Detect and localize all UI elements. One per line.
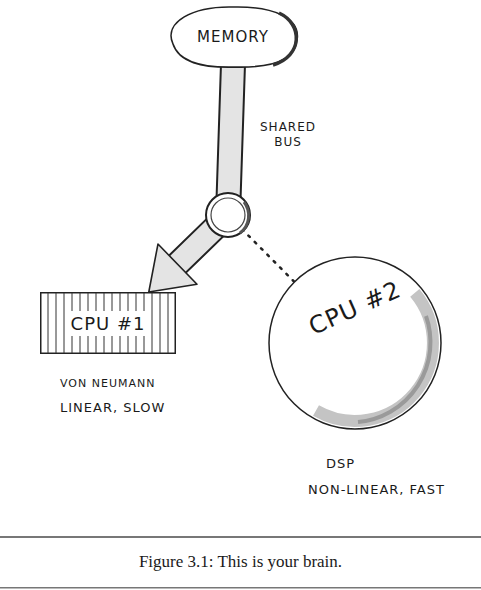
arrow-head — [149, 244, 197, 292]
figure-caption: Figure 3.1: This is your brain. — [0, 552, 481, 572]
top-rule — [0, 536, 481, 538]
circle-outline — [269, 257, 441, 429]
property-label: LINEAR, SLOW — [60, 400, 165, 416]
memory-name: MEMORY — [197, 28, 269, 46]
architecture-label: DSP — [326, 456, 355, 472]
dsp-circle: CPU #2 — [268, 256, 442, 430]
bus-junction — [206, 193, 250, 237]
stripe-line — [48, 293, 49, 353]
dsp-circle-outline — [268, 256, 442, 430]
box-outline — [41, 293, 176, 354]
stripe-line — [56, 293, 57, 353]
property-label: NON-LINEAR, FAST — [308, 482, 445, 498]
cpu-box: CPU #1 — [40, 292, 176, 354]
stripe-line — [160, 293, 161, 353]
connector-group — [149, 64, 295, 292]
stripe-line — [152, 293, 153, 353]
junction-shading — [240, 202, 249, 233]
bus-label: SHARED BUS — [258, 120, 318, 150]
architecture-label: VON NEUMANN — [60, 377, 155, 391]
stripe-line — [168, 293, 169, 353]
bus-junction-inner — [211, 198, 245, 232]
blob-shading — [273, 13, 296, 65]
blob-outline — [171, 7, 297, 67]
memory-blob: MEMORY — [163, 4, 303, 70]
bottom-rule — [0, 587, 481, 589]
circle-shading — [358, 316, 430, 422]
processor-name: CPU #1 — [65, 311, 152, 336]
shared-bus-arrow — [149, 64, 233, 292]
